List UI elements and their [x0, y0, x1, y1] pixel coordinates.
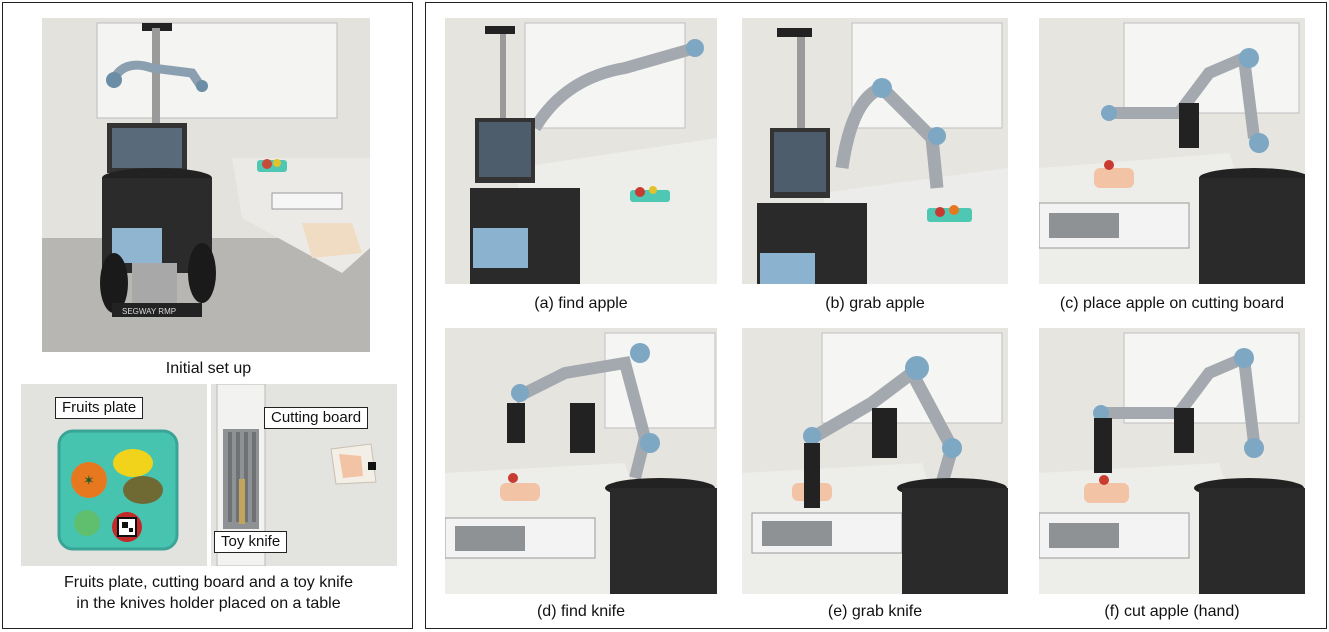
caption-cut-apple: (f) cut apple (hand): [1104, 603, 1240, 620]
cutting-board-label: Cutting board: [264, 407, 369, 429]
fruits-plate-photo: ✶ Fruits plate: [21, 384, 207, 566]
initial-setup-photo: SEGWAY RMP: [42, 18, 370, 352]
cutting-board-photo: Cutting board Toy knife: [211, 384, 397, 566]
caption-find-knife: (d) find knife: [536, 603, 626, 620]
setup-caption: Initial set up: [165, 360, 252, 377]
caption-grab-apple: (b) grab apple: [825, 295, 925, 312]
right-panel: (a) find apple (b) grab apple: [425, 2, 1327, 629]
left-panel: SEGWAY RMP Initial set up ✶ Fruits plate: [2, 2, 413, 629]
step-photo-cut-apple: [1039, 328, 1305, 594]
svg-text:✶: ✶: [83, 473, 95, 489]
step-photo-find-apple: [445, 18, 717, 284]
step-photo-place-apple: [1039, 18, 1305, 284]
caption-grab-knife: (e) grab knife: [827, 603, 923, 620]
robot-base-text: SEGWAY RMP: [122, 307, 176, 316]
caption-place-apple: (c) place apple on cutting board: [1059, 295, 1285, 312]
fruits-plate-label: Fruits plate: [55, 397, 144, 419]
step-photo-grab-knife: [742, 328, 1008, 594]
step-photo-grab-apple: [742, 18, 1008, 284]
step-photo-find-knife: [445, 328, 717, 594]
bottom-caption-line1: Fruits plate, cutting board and a toy kn…: [63, 574, 354, 591]
toy-knife-label: Toy knife: [214, 531, 288, 553]
bottom-caption-line2: in the knives holder placed on a table: [76, 595, 341, 612]
caption-find-apple: (a) find apple: [534, 295, 628, 312]
